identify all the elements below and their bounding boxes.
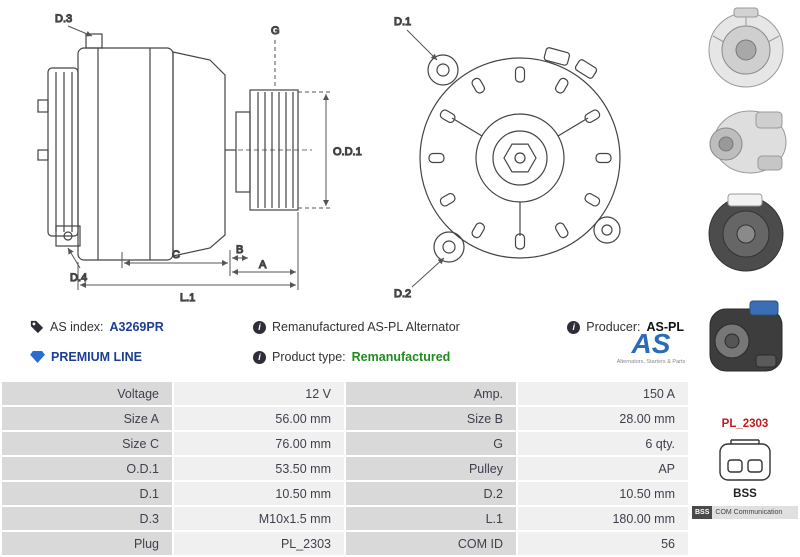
- spec-value: 180.00 mm: [516, 505, 690, 532]
- spec-label: O.D.1: [0, 455, 174, 482]
- product-type-value: Remanufactured: [351, 350, 451, 364]
- product-photo-2: [698, 98, 794, 186]
- product-photo-3: [698, 190, 794, 278]
- spec-table: Voltage 12 V Amp. 150 A Size A 56.00 mm …: [0, 380, 690, 557]
- spec-label: G: [344, 430, 518, 457]
- dim-label-c: C: [172, 249, 180, 261]
- spec-value: 56.00 mm: [172, 405, 346, 432]
- spec-label: Amp.: [344, 380, 518, 407]
- com-badge-text: COM Communication: [712, 506, 798, 519]
- table-row: Voltage 12 V Amp. 150 A: [0, 380, 690, 407]
- spec-label: D.3: [0, 505, 174, 532]
- spec-value: 76.00 mm: [172, 430, 346, 457]
- spec-value: 12 V: [172, 380, 346, 407]
- producer-value: AS-PL: [646, 320, 685, 334]
- spec-value: 56: [516, 530, 690, 557]
- spec-value: 28.00 mm: [516, 405, 690, 432]
- dim-label-od1: O.D.1: [333, 146, 362, 158]
- info-icon: i: [567, 320, 581, 334]
- info-icon: i: [253, 320, 266, 334]
- as-index: AS index: A3269PR: [30, 314, 164, 340]
- premium-line: PREMIUM LINE: [30, 344, 142, 370]
- dim-label-l1: L.1: [180, 292, 195, 304]
- dim-label-a: A: [259, 259, 267, 271]
- plug-name: BSS: [733, 488, 757, 500]
- spec-value: 10.50 mm: [516, 480, 690, 507]
- technical-drawing: D.3 G O.D.1 D.4 C B A L.1: [37, 12, 621, 305]
- spec-label: L.1: [344, 505, 518, 532]
- spec-label: Plug: [0, 530, 174, 557]
- spec-value: 150 A: [516, 380, 690, 407]
- table-row: O.D.1 53.50 mm Pulley AP: [0, 455, 690, 482]
- plug-code: PL_2303: [721, 418, 769, 430]
- dim-label-b: B: [236, 244, 243, 256]
- plug-connector-drawing: [719, 439, 771, 481]
- as-index-value: A3269PR: [109, 320, 164, 334]
- table-row: D.1 10.50 mm D.2 10.50 mm: [0, 480, 690, 507]
- spec-label: Pulley: [344, 455, 518, 482]
- spec-value: 53.50 mm: [172, 455, 346, 482]
- description-text: Remanufactured AS-PL Alternator: [272, 320, 460, 334]
- as-pl-logo: AS Alternators, Starters & Parts: [612, 330, 690, 372]
- spec-label: Size A: [0, 405, 174, 432]
- table-row: Size C 76.00 mm G 6 qty.: [0, 430, 690, 457]
- spec-label: Size C: [0, 430, 174, 457]
- dim-label-d1: D.1: [394, 16, 411, 28]
- product-photo-4: [698, 295, 794, 383]
- dim-label-g: G: [271, 25, 280, 37]
- premium-line-label: PREMIUM LINE: [51, 350, 142, 364]
- alternator-side-view: [37, 33, 312, 261]
- tag-icon: [30, 320, 44, 334]
- spec-value: PL_2303: [172, 530, 346, 557]
- com-badge: BSS COM Communication: [692, 506, 798, 519]
- spec-label: COM ID: [344, 530, 518, 557]
- table-row: D.3 M10x1.5 mm L.1 180.00 mm: [0, 505, 690, 532]
- info-row-2: PREMIUM LINE i Product type: Remanufactu…: [0, 344, 690, 370]
- producer-label: Producer:: [586, 320, 641, 334]
- com-badge-label: BSS: [692, 506, 713, 519]
- logo-text: AS: [631, 328, 671, 359]
- dim-label-d2: D.2: [394, 288, 411, 300]
- table-row: Size A 56.00 mm Size B 28.00 mm: [0, 405, 690, 432]
- product-type: i Product type: Remanufactured: [253, 344, 450, 370]
- spec-label: Size B: [344, 405, 518, 432]
- dim-label-d3: D.3: [55, 13, 72, 25]
- product-photos-sidebar: PL_2303 BSS BSS COM Communication: [690, 0, 800, 557]
- dim-label-d4: D.4: [70, 272, 87, 284]
- as-index-label: AS index:: [50, 320, 104, 334]
- alternator-front-view: [419, 47, 621, 263]
- product-type-label: Product type:: [272, 350, 346, 364]
- spec-value: AP: [516, 455, 690, 482]
- logo-subtext: Alternators, Starters & Parts: [616, 359, 686, 365]
- spec-value: M10x1.5 mm: [172, 505, 346, 532]
- diamond-icon: [30, 351, 45, 363]
- spec-value: 10.50 mm: [172, 480, 346, 507]
- info-row-1: AS index: A3269PR i Remanufactured AS-PL…: [0, 314, 690, 340]
- table-row: Plug PL_2303 COM ID 56: [0, 530, 690, 557]
- product-photo-1: [698, 6, 794, 94]
- spec-value: 6 qty.: [516, 430, 690, 457]
- product-description: i Remanufactured AS-PL Alternator: [253, 314, 460, 340]
- spec-label: D.2: [344, 480, 518, 507]
- spec-label: Voltage: [0, 380, 174, 407]
- info-icon: i: [253, 350, 266, 364]
- producer: i Producer: AS-PL: [567, 314, 684, 340]
- spec-label: D.1: [0, 480, 174, 507]
